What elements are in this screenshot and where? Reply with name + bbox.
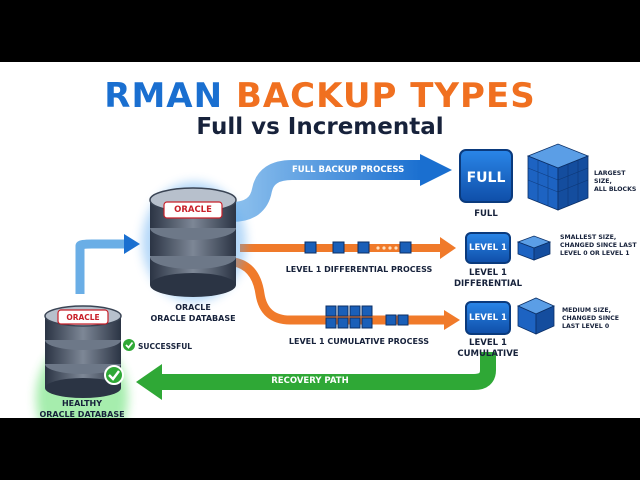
recovery-path-label: RECOVERY PATH <box>271 376 349 386</box>
differential-note: SMALLEST SIZE, CHANGED SINCE LAST LEVEL … <box>560 234 638 258</box>
cumulative-process-label: LEVEL 1 CUMULATIVE PROCESS <box>288 337 430 346</box>
page-subtitle: Full vs Incremental <box>196 114 444 140</box>
differential-blocks-cube-icon <box>516 235 552 261</box>
differential-badge <box>465 232 511 264</box>
full-blocks-cube-icon <box>526 143 590 211</box>
oracle-database-icon <box>142 182 246 302</box>
cumulative-note-line3: LAST LEVEL 0 <box>562 323 610 330</box>
healthy-check-icon <box>104 365 124 385</box>
title-rman: RMAN <box>104 76 224 116</box>
recovery-path-arrowhead <box>136 364 162 400</box>
full-badge-text: FULL <box>466 170 506 186</box>
diagram-canvas: RMAN BACKUP TYPES Full vs Incremental <box>0 62 640 418</box>
differential-process-label: LEVEL 1 DIFFERENTIAL PROCESS <box>285 265 433 274</box>
differential-output-label-line2: DIFFERENTIAL <box>453 279 523 289</box>
cumulative-note-line2: CHANGED SINCE <box>562 315 619 322</box>
healthy-db-label-line2: ORACLE DATABASE <box>39 410 125 418</box>
full-note-line1: LARGEST SIZE, <box>594 170 626 185</box>
cumulative-arrowhead <box>444 310 460 330</box>
cumulative-note-line1: MEDIUM SIZE, <box>562 307 611 314</box>
title-backup-types: BACKUP TYPES <box>235 76 536 116</box>
cumulative-arrow <box>232 257 446 325</box>
oracle-logo-healthy: ORACLE <box>66 313 100 322</box>
cumulative-badge-text: LEVEL 1 <box>469 313 507 323</box>
cumulative-badge <box>465 301 511 335</box>
sync-path-arrow <box>75 239 126 294</box>
full-note-line2: ALL BLOCKS <box>594 186 637 193</box>
full-note: LARGEST SIZE, ALL BLOCKS <box>594 170 638 194</box>
differential-blocks <box>304 241 412 254</box>
healthy-db-label-line1: HEALTHY <box>61 399 103 408</box>
differential-output-label-line1: LEVEL 1 <box>469 268 507 278</box>
source-db-label-line1: ORACLE <box>175 303 211 312</box>
healthy-db-label: HEALTHY ORACLE DATABASE <box>20 398 144 418</box>
source-db-label: ORACLE ORACLE DATABASE <box>130 302 256 324</box>
sync-path-arrowhead <box>124 234 140 254</box>
full-backup-process-label: FULL BACKUP PROCESS <box>292 165 405 175</box>
source-db-label-line2: ORACLE DATABASE <box>150 314 236 323</box>
page-title: RMAN BACKUP TYPES <box>0 76 640 116</box>
successful-status-label: SUCCESSFUL <box>138 342 193 351</box>
recovery-path-arrow <box>160 352 496 390</box>
cumulative-output-label-line2: CUMULATIVE <box>457 349 519 359</box>
cumulative-blocks <box>325 305 409 329</box>
full-output-label: FULL <box>474 209 498 219</box>
differential-note-line1: SMALLEST SIZE, <box>560 234 617 241</box>
healthy-oracle-database-icon <box>36 305 128 418</box>
differential-badge-text: LEVEL 1 <box>469 243 507 253</box>
full-backup-arrow <box>231 160 422 222</box>
successful-check-icon <box>123 339 135 351</box>
differential-note-line3: LEVEL 0 OR LEVEL 1 <box>560 250 630 257</box>
oracle-logo: ORACLE <box>174 205 212 215</box>
differential-dots <box>376 246 398 250</box>
full-backup-arrowhead <box>420 154 452 186</box>
cumulative-output-label-line1: LEVEL 1 <box>469 338 507 348</box>
cumulative-output-label: LEVEL 1 CUMULATIVE <box>452 338 524 360</box>
differential-arrowhead <box>440 237 456 259</box>
differential-note-line2: CHANGED SINCE LAST <box>560 242 637 249</box>
full-badge <box>459 149 513 203</box>
diagram-graphics <box>36 143 590 418</box>
cumulative-blocks-cube-icon <box>517 297 555 335</box>
differential-output-label: LEVEL 1 DIFFERENTIAL <box>452 268 524 290</box>
cumulative-note: MEDIUM SIZE, CHANGED SINCE LAST LEVEL 0 <box>562 307 638 331</box>
